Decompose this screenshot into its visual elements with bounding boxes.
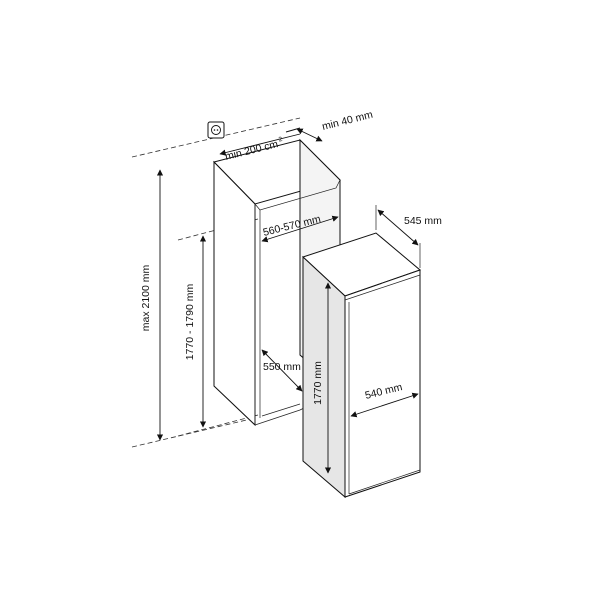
vent-slot	[285, 127, 301, 133]
appliance-depth-dimension	[375, 205, 421, 268]
appliance	[302, 232, 421, 499]
niche-depth-dimension	[261, 349, 303, 392]
gap-dimension	[296, 128, 323, 142]
appliance-height-label: 1770 mm	[312, 361, 324, 405]
niche-width-dimension	[261, 215, 339, 243]
max-height-dimension	[131, 117, 301, 448]
max-height-label: max 2100 mm	[140, 264, 152, 331]
appliance-depth-label: 545 mm	[404, 215, 442, 227]
niche-height-label: 1770 - 1790 mm	[184, 284, 196, 361]
power-socket-icon	[207, 121, 225, 139]
appliance-width-dimension	[350, 392, 419, 418]
gap-label: min 40 mm	[321, 109, 375, 133]
vent-area-arrow	[219, 133, 301, 156]
cabinet-niche	[213, 138, 341, 427]
niche-depth-label: 550 mm	[263, 361, 301, 373]
vent-area-superscript: 2	[278, 136, 284, 144]
